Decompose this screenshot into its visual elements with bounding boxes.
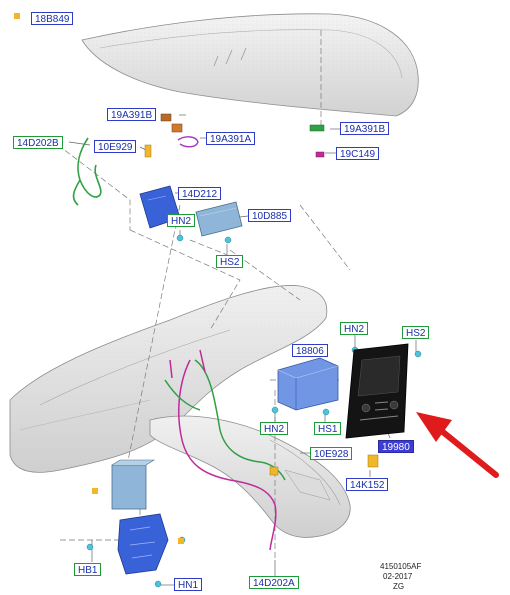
- callout-18b849[interactable]: 18B849: [31, 12, 74, 25]
- callout-hn1[interactable]: HN1: [174, 578, 203, 591]
- drawing-date: 02-2017: [383, 572, 413, 581]
- harness-19a391a: [177, 136, 199, 148]
- harness-14d202b: [72, 137, 102, 206]
- callout-19980[interactable]: 19980: [378, 440, 414, 453]
- module-19980-panel: [345, 343, 409, 439]
- headliner-panel: [81, 13, 419, 117]
- callout-19c149[interactable]: 19C149: [336, 147, 380, 160]
- callout-10d885[interactable]: 10D885: [248, 209, 292, 222]
- callout-19a391b-right[interactable]: 19A391B: [340, 122, 390, 135]
- callout-hn2-right[interactable]: HN2: [340, 322, 369, 335]
- drawing-code: 4150105AF: [380, 562, 422, 571]
- callout-hn2-bottom[interactable]: HN2: [260, 422, 289, 435]
- module-10d885: [195, 201, 243, 237]
- callout-19a391a[interactable]: 19A391A: [206, 132, 256, 145]
- callout-10e928[interactable]: 10E928: [310, 447, 353, 460]
- module-bracket: [117, 513, 169, 575]
- callout-14d202b[interactable]: 14D202B: [13, 136, 63, 149]
- drawing-initials: ZG: [393, 582, 405, 591]
- instrument-panel: [9, 285, 351, 538]
- callout-14k152[interactable]: 14K152: [346, 478, 389, 491]
- callout-hs2-right[interactable]: HS2: [402, 326, 430, 339]
- callout-18806[interactable]: 18806: [292, 344, 328, 357]
- module-18806: [277, 357, 339, 411]
- callout-19a391b-left[interactable]: 19A391B: [107, 108, 157, 121]
- callout-hb1[interactable]: HB1: [74, 563, 102, 576]
- callout-hs2-top[interactable]: HS2: [216, 255, 244, 268]
- callout-14d212[interactable]: 14D212: [178, 187, 222, 200]
- callout-10e929[interactable]: 10E929: [94, 140, 137, 153]
- connectors: [144, 113, 379, 476]
- red-indicator-arrow: [416, 412, 499, 478]
- callout-hs1[interactable]: HS1: [314, 422, 342, 435]
- module-left-lower: [111, 459, 156, 510]
- reference-markers: [14, 13, 184, 544]
- callout-hn2-top[interactable]: HN2: [167, 214, 196, 227]
- callout-14d202a[interactable]: 14D202A: [249, 576, 299, 589]
